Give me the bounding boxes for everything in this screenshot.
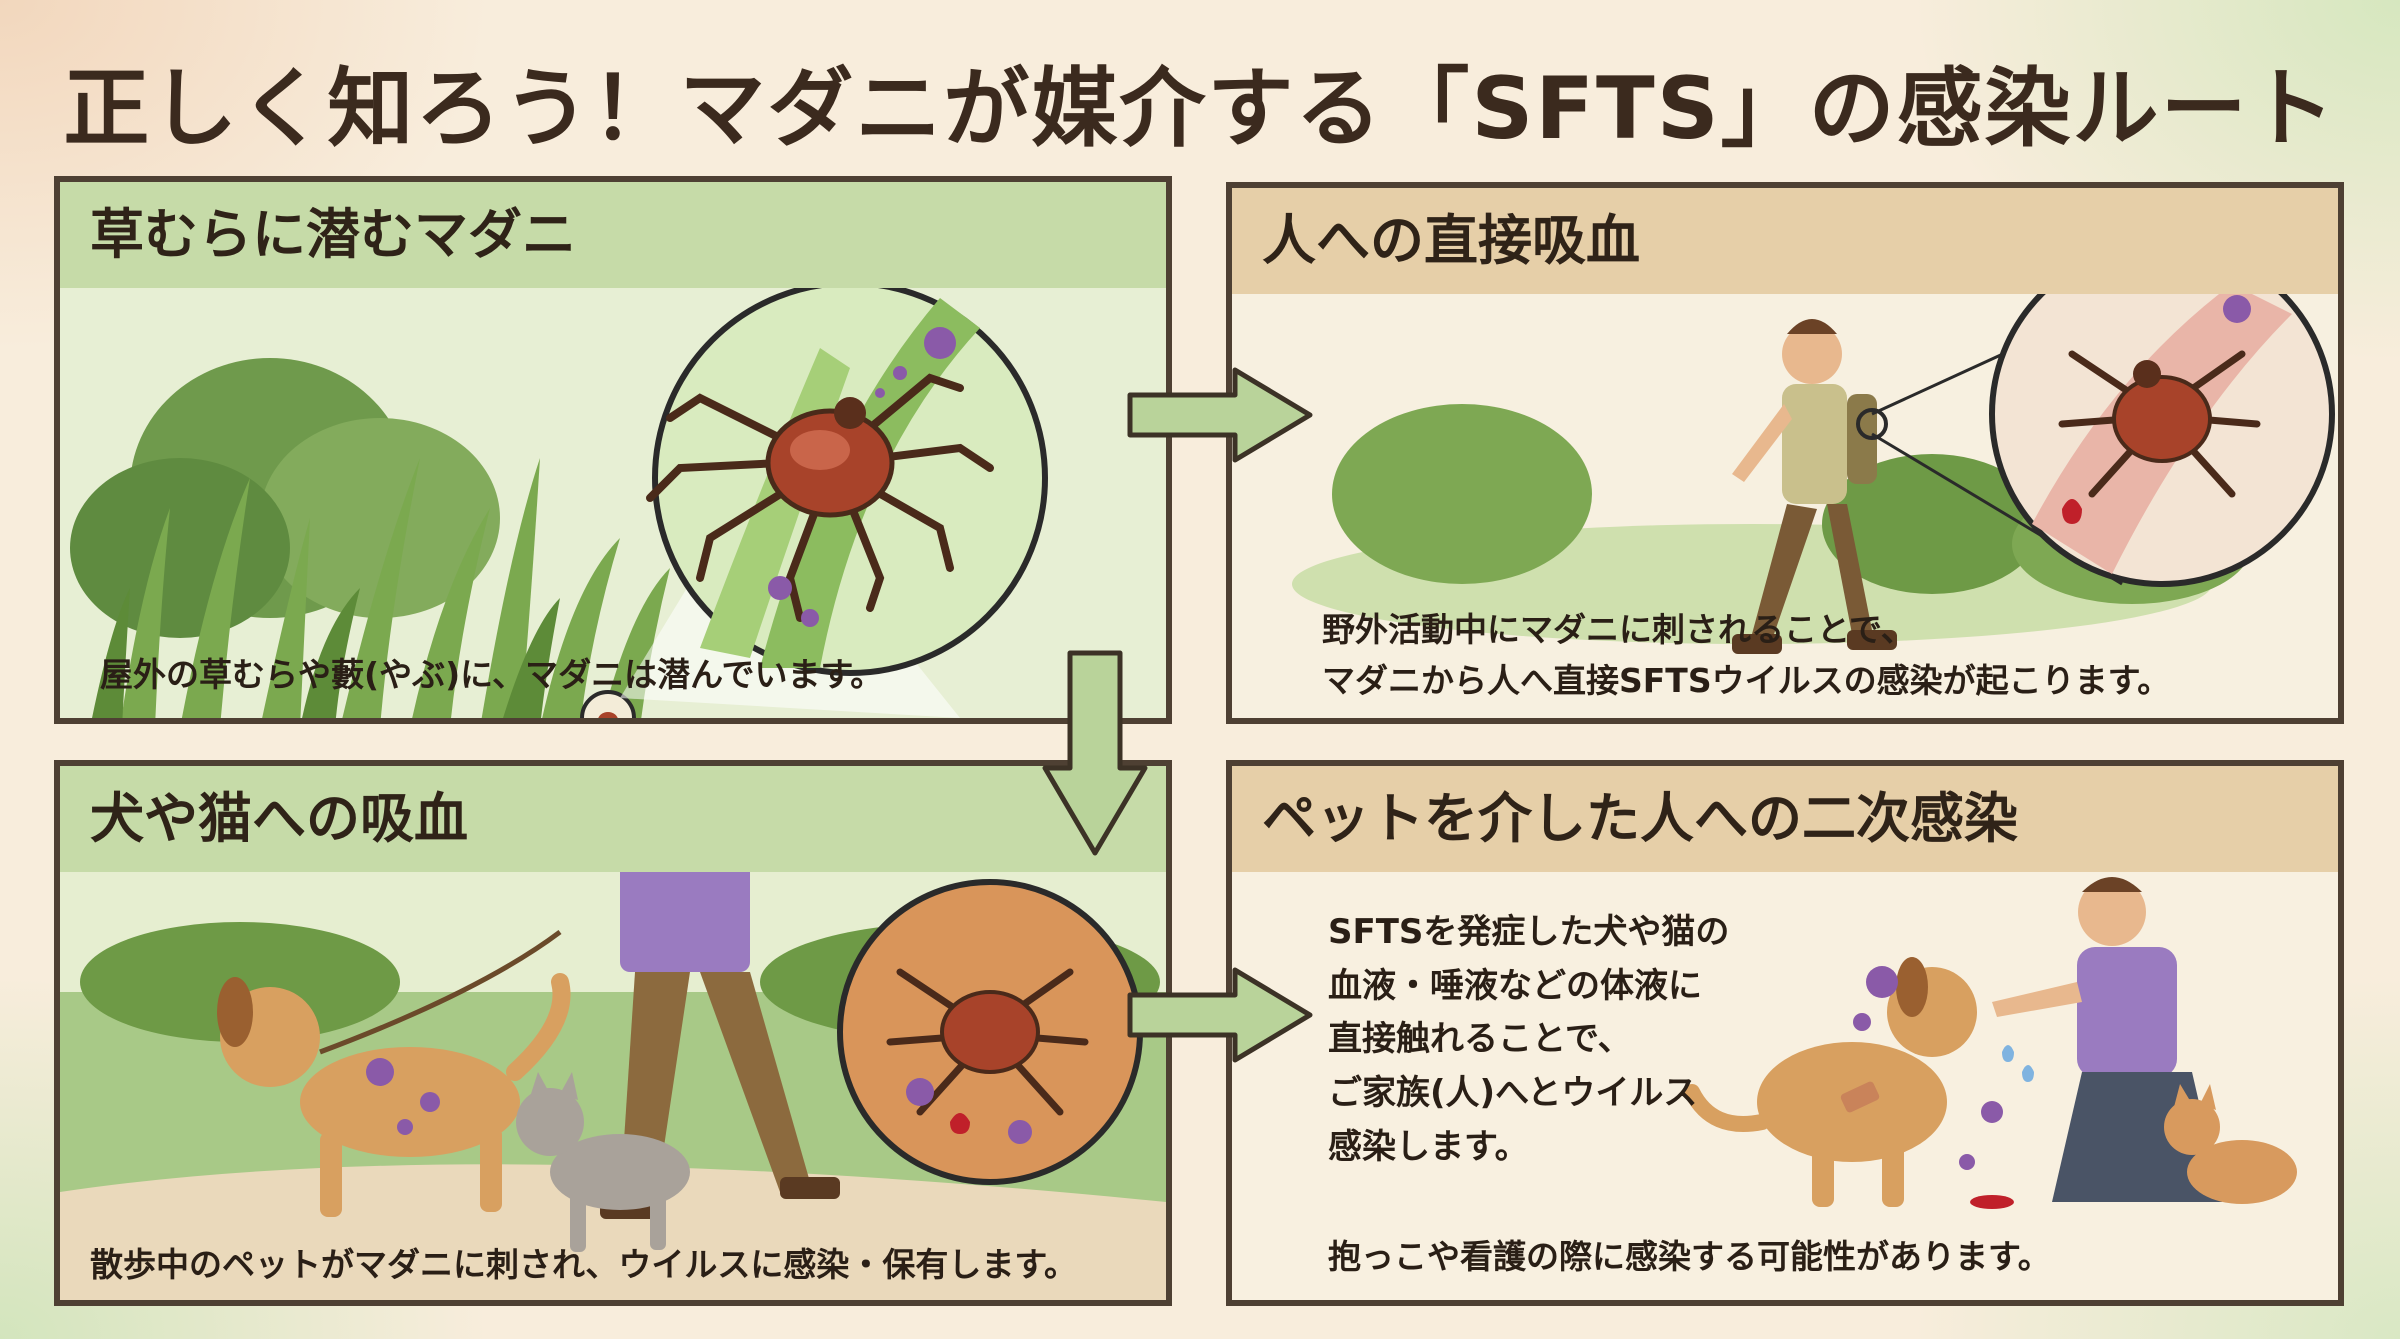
- panel-heading: 人への直接吸血: [1232, 188, 2338, 294]
- hiker-scene: [1232, 294, 2338, 718]
- dog-figure: [217, 973, 571, 1217]
- walk-scene: [60, 872, 1166, 1300]
- body-line: 感染します。: [1328, 1126, 1529, 1167]
- virus-icon: [2223, 295, 2251, 323]
- cat-figure: [516, 1072, 690, 1252]
- panel-caption: 散歩中のペットがマダニに刺され、ウイルスに感染・保有します。: [90, 1244, 1078, 1284]
- hiker-figure: [1732, 319, 1897, 654]
- arrow-down-icon: [1042, 650, 1148, 856]
- virus-icon: [768, 327, 956, 627]
- panel-caption: 屋外の草むらや藪(やぶ)に、マダニは潜んでいます。: [100, 654, 884, 694]
- cat-figure: [2164, 1084, 2297, 1204]
- panel-heading: 草むらに潜むマダニ: [60, 182, 1166, 288]
- dog-figure: [1684, 957, 1977, 1207]
- panel-body-text: SFTSを発症した犬や猫の 血液・唾液などの体液に 直接触れることで、 ご家族(…: [1328, 906, 1729, 1175]
- tick-icon: [646, 373, 994, 622]
- grass-scene: [60, 288, 1166, 718]
- body-line: 血液・唾液などの体液に: [1328, 965, 1702, 1006]
- tick-icon: [2058, 350, 2261, 498]
- care-scene: [1232, 872, 2338, 1300]
- panel-grass-tick: 草むらに潜むマダニ: [54, 176, 1172, 724]
- panel-human-bite: 人への直接吸血: [1226, 182, 2344, 724]
- body-line: ご家族(人)へとウイルス: [1328, 1073, 1698, 1114]
- tick-icon: [886, 968, 1089, 1116]
- virus-icon: [366, 1058, 440, 1135]
- body-line: SFTSを発症した犬や猫の: [1328, 912, 1730, 952]
- caption-line-1: 野外活動中にマダニに刺されることで、: [1322, 609, 1914, 649]
- panel-caption: 野外活動中にマダニに刺されることで、 マダニから人へ直接SFTSウイルスの感染が…: [1322, 604, 2170, 706]
- panel-heading: 犬や猫への吸血: [60, 766, 1166, 872]
- panel-secondary-infection: ペットを介した人への二次感染: [1226, 760, 2344, 1306]
- panel-note: 抱っこや看護の際に感染する可能性があります。: [1328, 1236, 2051, 1276]
- panel-pet-bite: 犬や猫への吸血: [54, 760, 1172, 1306]
- virus-icon: [1853, 966, 2003, 1170]
- arrow-right-icon: [1127, 367, 1313, 463]
- panel-heading: ペットを介した人への二次感染: [1232, 766, 2338, 872]
- caption-line-2: マダニから人へ直接SFTSウイルスの感染が起こります。: [1322, 660, 2171, 700]
- arrow-right-icon: [1127, 967, 1313, 1063]
- body-line: 直接触れることで、: [1328, 1019, 1632, 1060]
- page-title: 正しく知ろう！マダニが媒介する「SFTS」の感染ルート: [63, 59, 2337, 159]
